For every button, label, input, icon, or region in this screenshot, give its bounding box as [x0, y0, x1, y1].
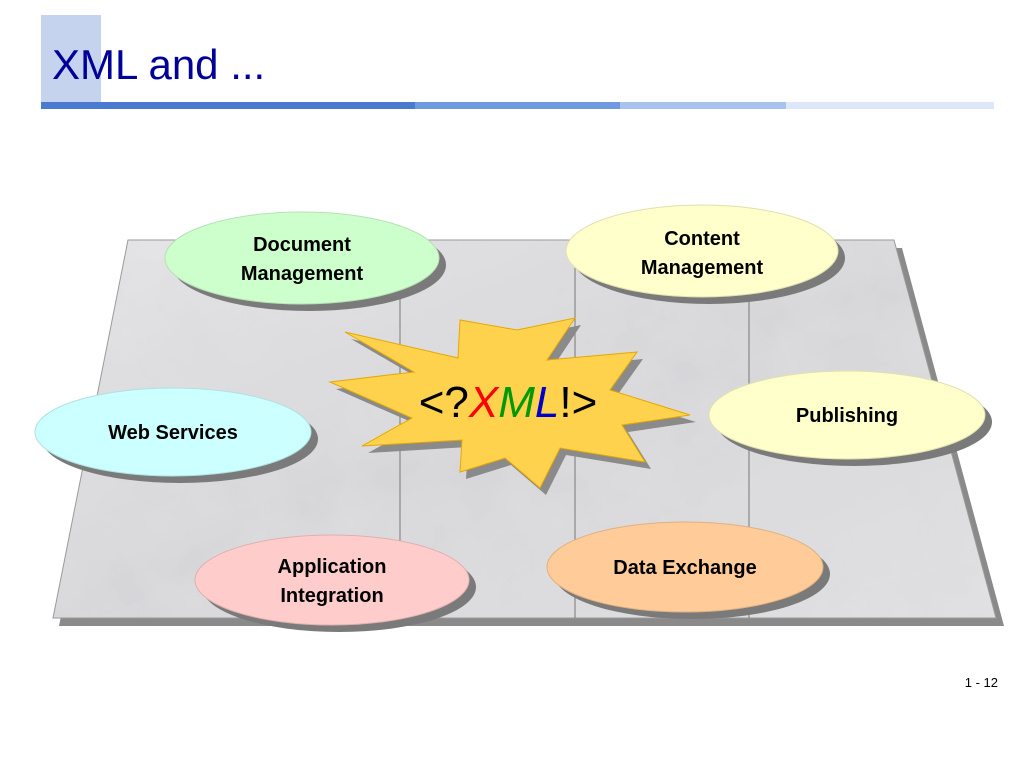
- node-web-services: Web Services: [34, 387, 318, 483]
- title-accent-block: [41, 15, 101, 108]
- node-document-management: Document Management: [164, 211, 446, 311]
- xml-letter-l: L: [535, 378, 559, 427]
- node-publishing: Publishing: [708, 370, 992, 466]
- page-number: 1 - 12: [964, 675, 998, 690]
- node-data-exchange: Data Exchange: [546, 521, 830, 619]
- starburst-shape: [328, 317, 691, 489]
- node-label: Publishing: [796, 405, 898, 427]
- slide-title: XML and ...: [52, 41, 266, 88]
- node-application-integration: Application Integration: [194, 534, 476, 632]
- node-label-line-1: Document: [253, 234, 351, 256]
- xml-letter-m: M: [498, 378, 535, 427]
- title-bar-segment-1: [41, 102, 415, 109]
- node-label: Web Services: [108, 422, 238, 444]
- node-ellipse: [194, 534, 470, 626]
- node-label-line-1: Application: [278, 556, 387, 578]
- node-ellipse: [34, 387, 312, 477]
- xml-starburst: <?XML!>: [328, 317, 696, 495]
- node-ellipse: [546, 521, 824, 613]
- xml-tag-prefix: <?: [419, 378, 469, 427]
- node-label-line-2: Integration: [280, 585, 383, 607]
- title-bar-segment-2: [415, 102, 620, 109]
- node-label-line-2: Management: [641, 257, 764, 279]
- title-bar-segment-4: [786, 102, 994, 109]
- node-ellipse: [708, 370, 986, 460]
- node-label-line-1: Content: [664, 228, 740, 250]
- xml-letter-x: X: [468, 378, 500, 427]
- xml-tag-suffix: !>: [559, 378, 597, 427]
- title-bar-segment-3: [620, 102, 786, 109]
- xml-tag-label: <?XML!>: [419, 378, 598, 427]
- node-ellipse: [565, 204, 839, 298]
- node-content-management: Content Management: [565, 204, 845, 304]
- node-label: Data Exchange: [613, 557, 756, 579]
- node-label-line-2: Management: [241, 263, 364, 285]
- node-ellipse: [164, 211, 440, 305]
